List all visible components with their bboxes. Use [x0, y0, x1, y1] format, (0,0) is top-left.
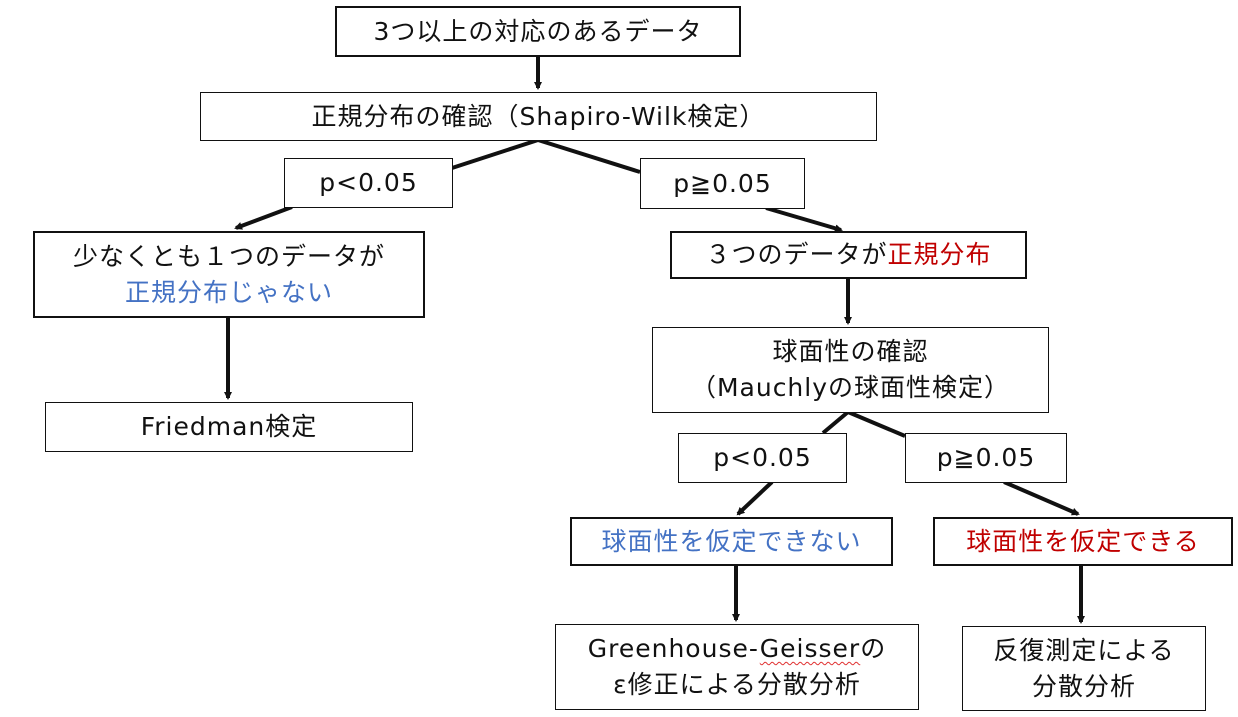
friedman-label: Friedman検定 — [140, 412, 318, 441]
normal-highlight: 正規分布 — [887, 240, 992, 269]
gg-anova-line1-c: の — [860, 634, 887, 663]
spherical-node: 球面性を仮定できる — [933, 517, 1233, 566]
start-label: 3つ以上の対応のあるデータ — [373, 16, 703, 46]
spherical-label: 球面性を仮定できる — [966, 526, 1200, 556]
gg-anova-line1-b: Geisser — [759, 634, 861, 663]
normality-check-label: 正規分布の確認（Shapiro-Wilk検定） — [311, 101, 766, 131]
sphericity-check-node: 球面性の確認 （Mauchlyの球面性検定） — [652, 327, 1049, 413]
sphericity-check-line2: （Mauchlyの球面性検定） — [690, 373, 1011, 402]
rm-anova-line1: 反復測定による — [993, 635, 1175, 665]
normality-p-high-label: p≧0.05 — [673, 168, 772, 198]
normality-p-low-node: p<0.05 — [284, 158, 453, 208]
line-sphericity-to-p-high — [847, 410, 906, 438]
line-normality-to-p-low — [451, 138, 539, 170]
not-normal-node: 少なくとも１つのデータが 正規分布じゃない — [33, 231, 425, 318]
normality-check-node: 正規分布の確認（Shapiro-Wilk検定） — [200, 92, 877, 141]
not-spherical-label: 球面性を仮定できない — [601, 526, 862, 556]
normal-node: ３つのデータが正規分布 — [670, 231, 1027, 279]
sphericity-p-high-node: p≧0.05 — [905, 433, 1067, 483]
start-node: 3つ以上の対応のあるデータ — [335, 6, 741, 57]
not-normal-line2: 正規分布じゃない — [124, 277, 333, 307]
gg-anova-line1: Greenhouse-Geisserの — [588, 631, 886, 667]
rm-anova-node: 反復測定による 分散分析 — [962, 626, 1206, 711]
arrow-p-high-to-normal — [765, 206, 843, 233]
normal-label: ３つのデータが正規分布 — [705, 237, 991, 273]
line-normality-to-p-high — [537, 138, 641, 174]
arrow-p-low-to-not-normal — [234, 205, 293, 230]
sphericity-p-low-node: p<0.05 — [678, 433, 847, 483]
gg-anova-line1-a: Greenhouse- — [587, 634, 760, 663]
not-spherical-node: 球面性を仮定できない — [570, 517, 893, 566]
sphericity-check-line1: 球面性の確認 — [772, 337, 929, 366]
arrow-sph-p-high-to-spherical — [1003, 480, 1080, 516]
gg-anova-node: Greenhouse-Geisserの ε修正による分散分析 — [555, 624, 919, 710]
normal-prefix: ３つのデータが — [705, 240, 888, 269]
arrow-sph-p-low-to-not-spherical — [736, 480, 774, 516]
sphericity-p-high-label: p≧0.05 — [936, 443, 1036, 472]
sphericity-p-low-label: p<0.05 — [713, 443, 812, 472]
not-normal-line1: 少なくとも１つのデータが — [72, 241, 385, 271]
rm-anova-line2: 分散分析 — [1031, 671, 1136, 701]
normality-p-high-node: p≧0.05 — [640, 158, 805, 209]
normality-p-low-label: p<0.05 — [319, 168, 418, 197]
line-sphericity-to-p-low — [821, 410, 850, 435]
gg-anova-line2: ε修正による分散分析 — [613, 670, 861, 699]
friedman-node: Friedman検定 — [45, 402, 413, 452]
